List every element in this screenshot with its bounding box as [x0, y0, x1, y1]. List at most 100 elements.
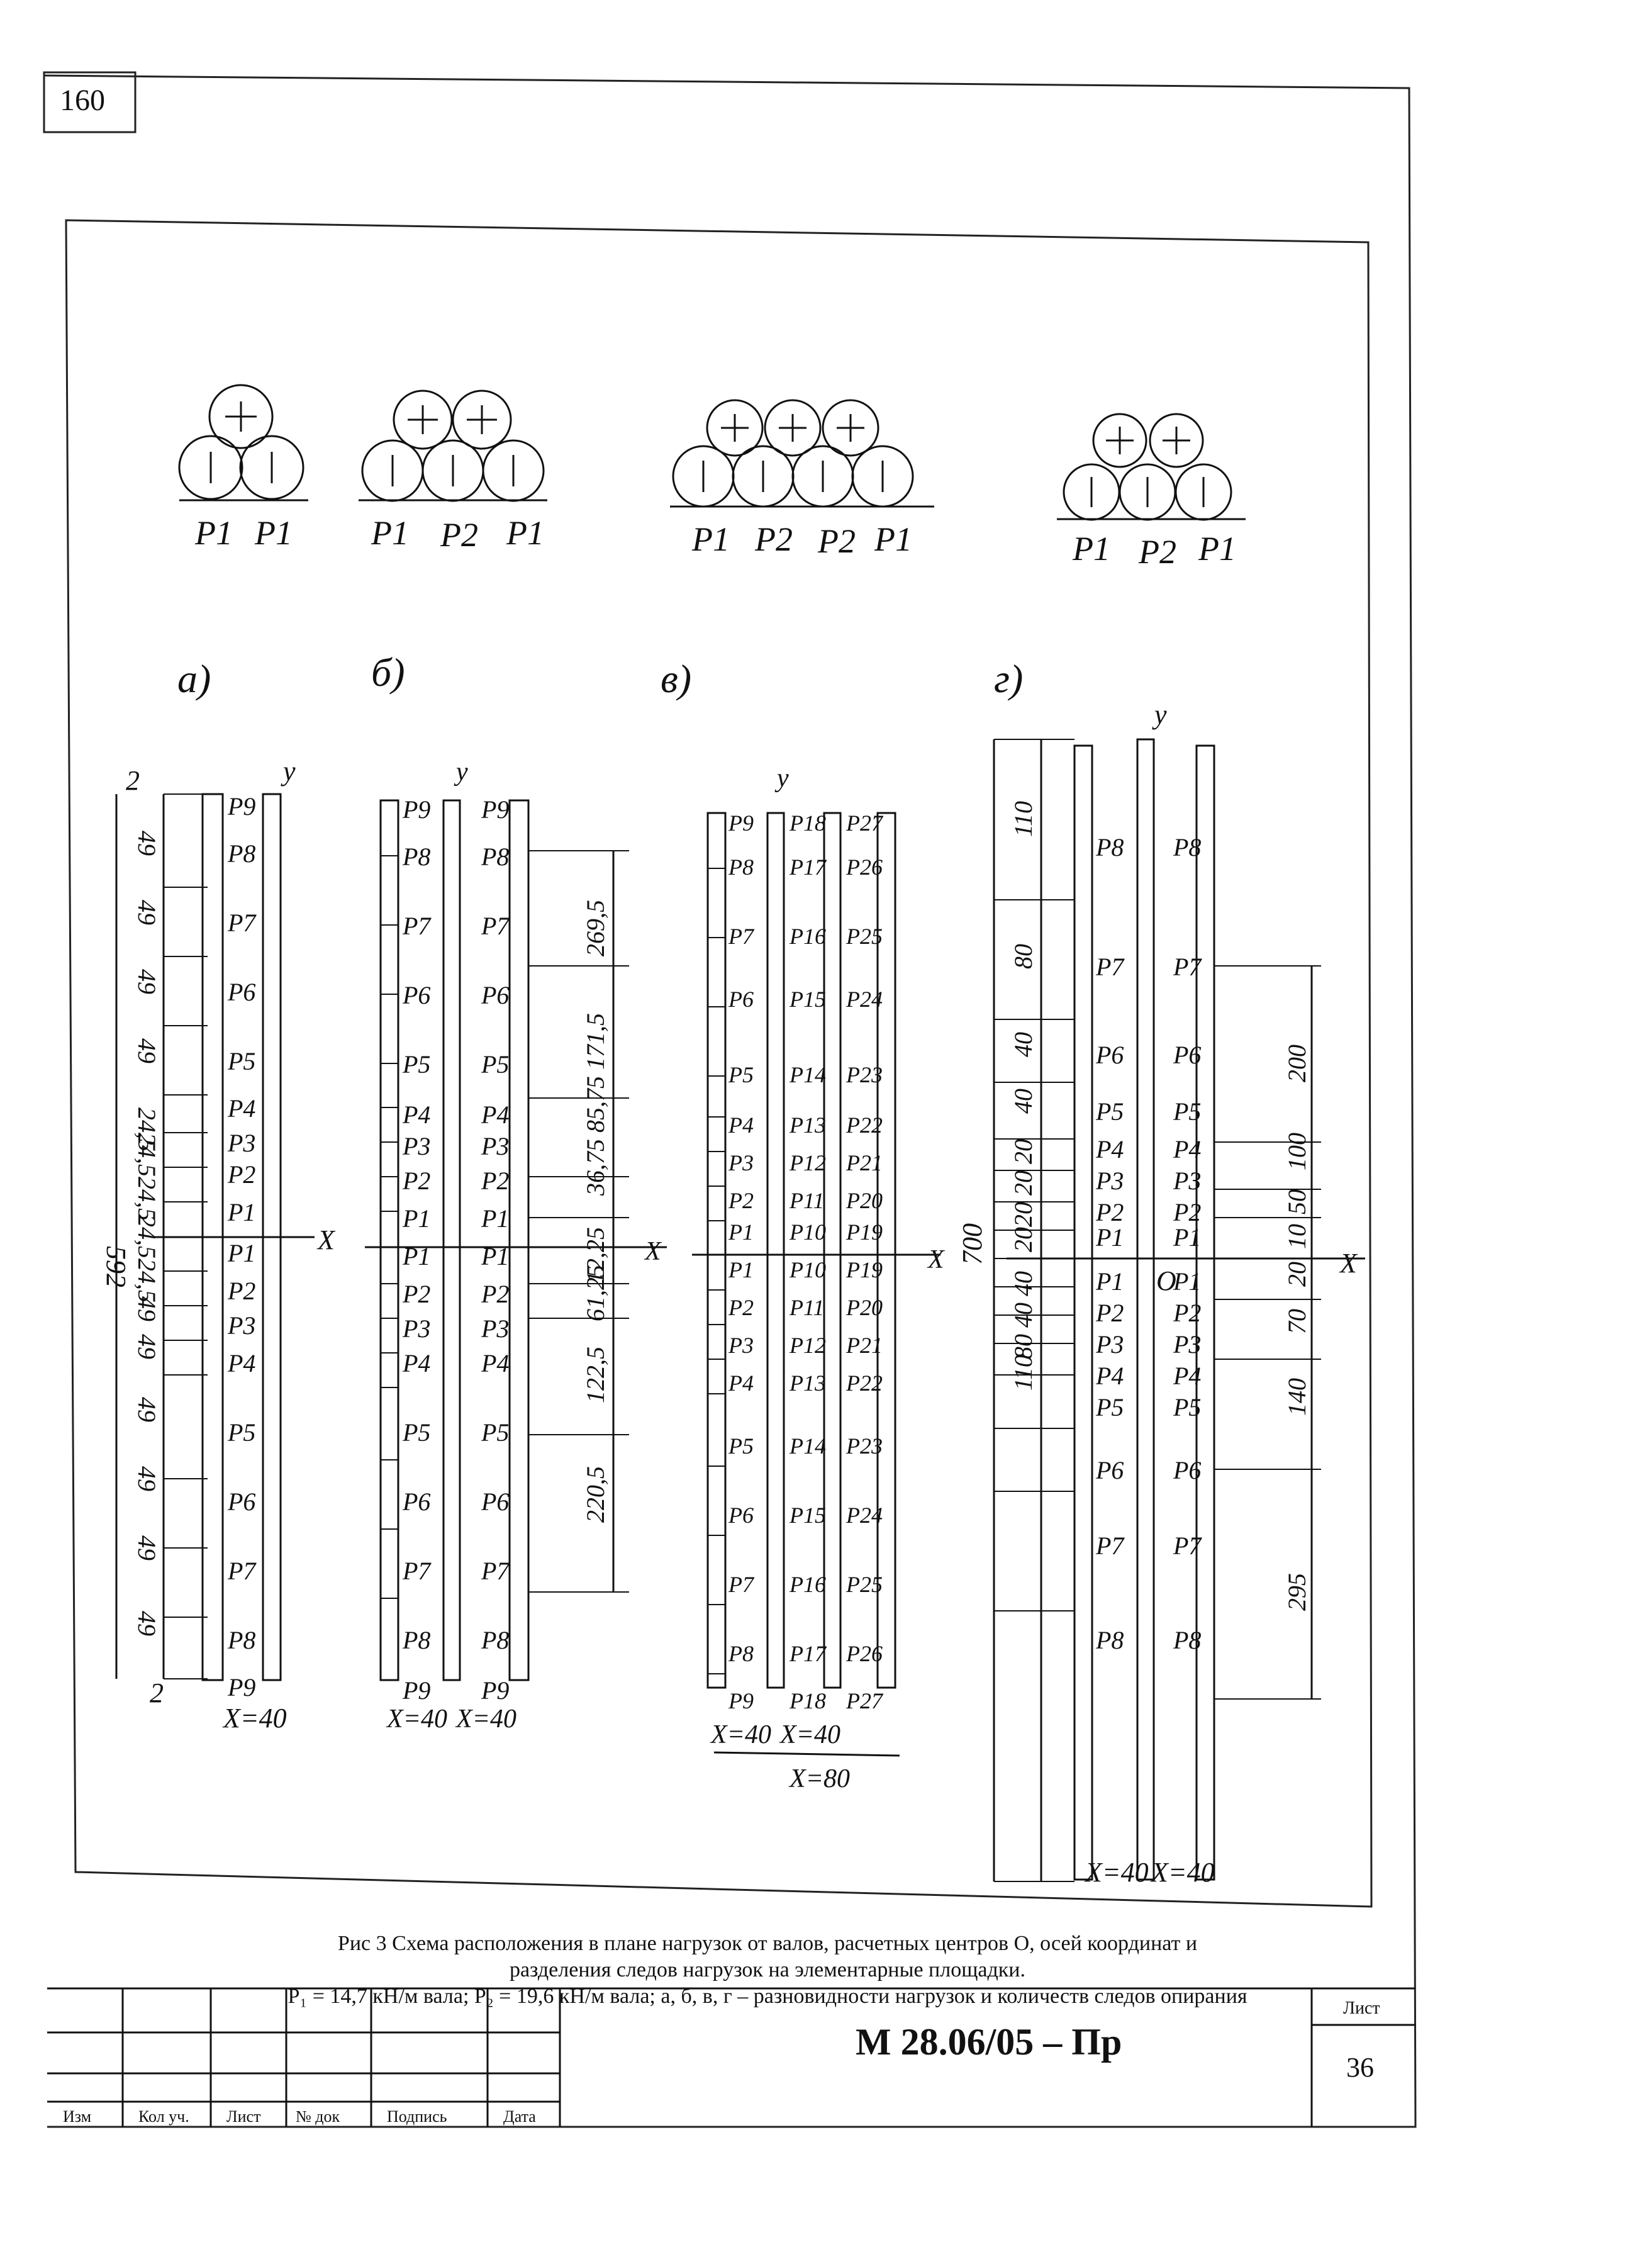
trace-label: P5 — [402, 1418, 430, 1447]
dim-end: 2 — [126, 765, 140, 796]
col-label: Подпись — [387, 2107, 447, 2126]
trace-label: P7 — [481, 1557, 510, 1585]
col-label: Изм — [63, 2107, 91, 2126]
col-label: Кол уч. — [138, 2107, 189, 2126]
trace-label: P11 — [789, 1295, 824, 1320]
roll-label: P1 — [254, 514, 293, 552]
axis-y-label: y — [454, 758, 468, 787]
roll-label: P1 — [506, 514, 544, 552]
variant-v-trace-labels: P9P8P7P6P5P4P3P2P1P1P2P3P4P5P6P7P8P9P18P… — [728, 810, 884, 1713]
trace-label: P7 — [1095, 953, 1125, 981]
trace-label: P7 — [481, 912, 510, 940]
trace-label: P8 — [227, 1626, 255, 1654]
trace-label: P20 — [846, 1188, 883, 1213]
x-dim-label: Х=40 — [222, 1703, 287, 1734]
load-strip — [766, 812, 785, 1689]
trace-label: P2 — [227, 1277, 255, 1305]
trace-label: P3 — [1173, 1330, 1201, 1359]
trace-label: P3 — [1173, 1167, 1201, 1195]
dim-label: 49 — [133, 1535, 161, 1561]
dim-label: 200 — [1283, 1045, 1311, 1082]
caption-line: Рис 3 Схема расположения в плане нагрузо… — [337, 1932, 1198, 1955]
trace-label: P16 — [789, 1572, 826, 1597]
trace-label: P8 — [1095, 1626, 1124, 1654]
trace-label: P12 — [789, 1150, 826, 1175]
trace-label: P2 — [728, 1295, 754, 1320]
dim-label: 140 — [1283, 1378, 1311, 1416]
trace-label: P1 — [481, 1204, 509, 1233]
dim-label: 70 — [1283, 1309, 1311, 1334]
roll-circle-top — [1092, 413, 1147, 468]
col-label: Дата — [503, 2107, 536, 2126]
trace-label: P15 — [789, 1503, 826, 1528]
x-dim-label: Х=40 — [455, 1705, 516, 1734]
variant-letter: б) — [371, 650, 405, 695]
sheet-label: Лист — [1343, 1998, 1380, 2018]
trace-label: P6 — [481, 1488, 509, 1516]
variant-v-strips — [692, 812, 940, 1757]
trace-label: P25 — [846, 924, 883, 949]
roll-label: P1 — [691, 520, 730, 558]
trace-label: P1 — [728, 1219, 754, 1245]
trace-label: P5 — [1173, 1393, 1201, 1421]
axis-y-label: y — [281, 756, 296, 787]
dim-label: 49 — [133, 1466, 161, 1491]
trace-label: P22 — [846, 1113, 883, 1138]
trace-label: P6 — [402, 981, 430, 1009]
variant-v-ticks — [708, 868, 725, 1674]
dim-label: 20 — [1283, 1262, 1311, 1287]
dim-label: 110 — [1009, 801, 1037, 837]
dim-label: 24,5 — [133, 1107, 161, 1152]
roll-circle-top — [452, 390, 512, 450]
roll-labels: P1 P1 P1 P2 P1 P1 P2 P2 P1 P1 P2 P1 — [194, 514, 1236, 571]
trace-label: P3 — [227, 1129, 255, 1157]
trace-label: P20 — [846, 1295, 883, 1320]
rolls-variant-b — [359, 390, 547, 502]
trace-label: P11 — [789, 1188, 824, 1213]
roll-label: P2 — [1138, 533, 1176, 571]
trace-label: P3 — [402, 1314, 430, 1343]
roll-circle-top — [764, 399, 822, 457]
title-block-cols: Изм Кол уч. Лист № док Подпись Дата — [63, 2107, 536, 2126]
trace-label: P14 — [789, 1433, 826, 1459]
dim-label: 171,5 — [581, 1013, 610, 1070]
trace-label: P26 — [846, 1641, 883, 1666]
trace-label: P6 — [728, 1503, 754, 1528]
dim-label: 269,5 — [581, 900, 610, 956]
dim-label: 40 — [1009, 1089, 1037, 1114]
dim-label: 20 — [1009, 1227, 1037, 1252]
x-dim-label: Х=40 — [386, 1705, 447, 1734]
dim-label: 49 — [133, 1296, 161, 1321]
dim-total: 700 — [957, 1223, 988, 1265]
axis-x-label: X — [927, 1245, 946, 1274]
variant-b-ticks — [381, 850, 629, 1599]
dim-label: 61,25 — [581, 1265, 610, 1321]
col-label: Лист — [226, 2107, 260, 2126]
trace-label: P21 — [846, 1333, 883, 1358]
trace-label: P23 — [846, 1062, 883, 1087]
variant-letter: в) — [661, 656, 691, 701]
variant-g-dim-labels: 1108040402020202040408011020010050102070… — [1009, 801, 1311, 1611]
variant-b-dims: y X Х=40 Х=40 — [386, 758, 662, 1734]
trace-label: P5 — [1173, 1097, 1201, 1126]
trace-label: P3 — [728, 1150, 754, 1175]
trace-label: P1 — [227, 1239, 255, 1267]
dim-label: 20 — [1009, 1139, 1037, 1164]
trace-label: P4 — [728, 1370, 754, 1396]
x-dim-label: Х=80 — [788, 1764, 850, 1793]
trace-label: P1 — [402, 1242, 430, 1270]
rolls-variant-a — [178, 384, 308, 502]
trace-label: P3 — [728, 1333, 754, 1358]
dim-total: 592 — [101, 1246, 131, 1287]
trace-label: P4 — [227, 1094, 255, 1123]
roll-label: P1 — [371, 514, 409, 552]
trace-label: P1 — [1095, 1223, 1124, 1252]
trace-label: P2 — [481, 1280, 509, 1308]
trace-label: P27 — [846, 810, 884, 836]
trace-label: P1 — [1173, 1223, 1201, 1252]
trace-label: P3 — [402, 1132, 430, 1160]
dim-label: 40 — [1009, 1032, 1037, 1057]
variant-letter: а) — [177, 656, 211, 701]
trace-label: P4 — [227, 1349, 255, 1377]
dim-line — [713, 1751, 900, 1757]
